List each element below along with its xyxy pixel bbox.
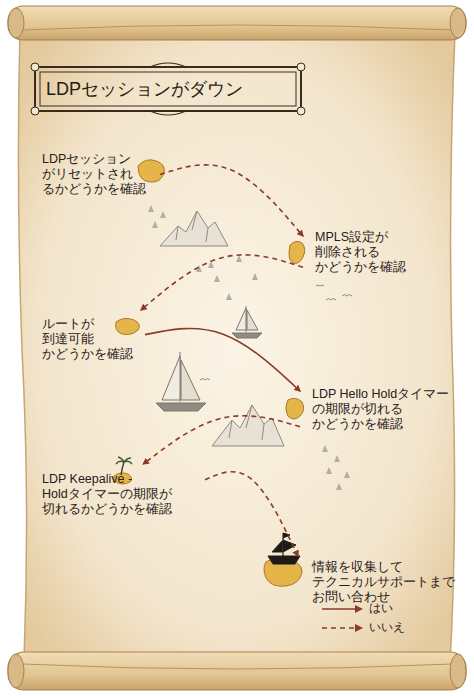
- decoration: [336, 483, 342, 490]
- decoration: [326, 299, 336, 301]
- decoration: [162, 356, 180, 400]
- decoration: [35, 67, 301, 111]
- route-arrow: [141, 255, 303, 310]
- decoration: [252, 273, 258, 280]
- decoration: [22, 664, 452, 669]
- decoration: [8, 654, 24, 688]
- decoration: [450, 654, 466, 688]
- decoration: [212, 405, 284, 446]
- step-text: ルートが 到達可能 かどうかを確認: [42, 317, 137, 362]
- decoration: [268, 556, 300, 564]
- step-text: LDP Hello Holdタイマー の期限が切れる かどうかを確認: [312, 387, 462, 432]
- legend-line: [322, 608, 356, 610]
- birds: [200, 285, 352, 380]
- decoration: [342, 295, 352, 297]
- island-step: LDP Keepalive -Holdタイマーの期限が 切れるかどうかを確認: [40, 470, 199, 519]
- decoration: [148, 205, 154, 212]
- decoration: [289, 241, 305, 263]
- title-frame: [31, 63, 305, 115]
- decoration: [31, 63, 39, 71]
- island-step: LDPセッション がリセットされ るかどうかを確認: [40, 150, 156, 199]
- decoration: [297, 63, 305, 71]
- legend-text: はい: [369, 601, 393, 616]
- decoration: [176, 211, 208, 242]
- route-arrow: [205, 472, 298, 556]
- decoration: [138, 160, 164, 182]
- decoration: [297, 107, 305, 115]
- decoration: [322, 445, 328, 452]
- legend-arrowhead: [355, 624, 363, 632]
- decoration: [116, 457, 132, 464]
- legend-sample: [320, 622, 364, 634]
- scroll: [8, 6, 466, 690]
- island-step: MPLS設定が 削除される かどうかを確認: [313, 228, 429, 277]
- decoration: [286, 398, 304, 419]
- step-text: LDP Keepalive -Holdタイマーの期限が 切れるかどうかを確認: [42, 472, 197, 517]
- step-text: LDPセッション がリセットされ るかどうかを確認: [42, 152, 154, 197]
- title-text: LDPセッションがダウン: [46, 77, 243, 101]
- decoration: [160, 211, 166, 218]
- decoration: [22, 25, 452, 30]
- decoration: [247, 310, 258, 330]
- decoration: [150, 63, 186, 67]
- island-step: ルートが 到達可能 かどうかを確認: [40, 315, 139, 364]
- decoration: [150, 111, 186, 115]
- step-text: MPLS設定が 削除される かどうかを確認: [315, 230, 427, 275]
- decoration: [8, 652, 466, 690]
- decoration: [344, 471, 350, 478]
- route-arrow: [160, 165, 303, 236]
- route-arrow: [143, 416, 300, 464]
- island-step: LDP Hello Holdタイマー の期限が切れる かどうかを確認: [310, 385, 464, 434]
- decoration: [229, 405, 264, 440]
- legend-text: いいえ: [369, 620, 405, 635]
- decoration: [40, 72, 296, 106]
- decoration: [450, 8, 466, 38]
- decoration: [334, 455, 340, 462]
- decoration: [272, 541, 282, 552]
- decoration: [226, 293, 232, 300]
- decoration: [200, 379, 210, 381]
- legend-item: はい: [320, 601, 393, 616]
- decoration: [152, 221, 158, 228]
- decoration: [181, 360, 200, 400]
- decoration: [236, 308, 246, 330]
- route-arrow: [145, 329, 300, 391]
- decoration: [8, 8, 24, 38]
- legend-sample: [320, 603, 364, 615]
- decoration: [31, 107, 39, 115]
- legend-line: [322, 627, 356, 629]
- decoration: [8, 6, 466, 40]
- pirate-ship: [268, 533, 300, 564]
- island-step: 情報を収集して テクニカルサポートまで お問い合わせ: [310, 558, 466, 607]
- decoration: [236, 255, 242, 262]
- step-text: 情報を収集して テクニカルサポートまで お問い合わせ: [312, 560, 464, 605]
- decoration: [214, 275, 220, 282]
- decoration: [160, 211, 228, 246]
- decoration: [326, 467, 332, 474]
- decoration: [316, 285, 324, 286]
- legend-item: いいえ: [320, 620, 405, 635]
- decoration: [116, 318, 140, 334]
- islands: [113, 160, 304, 587]
- sailboats: [156, 306, 262, 411]
- decoration: [156, 403, 206, 411]
- decoration: [232, 333, 262, 338]
- legend-arrowhead: [355, 605, 363, 613]
